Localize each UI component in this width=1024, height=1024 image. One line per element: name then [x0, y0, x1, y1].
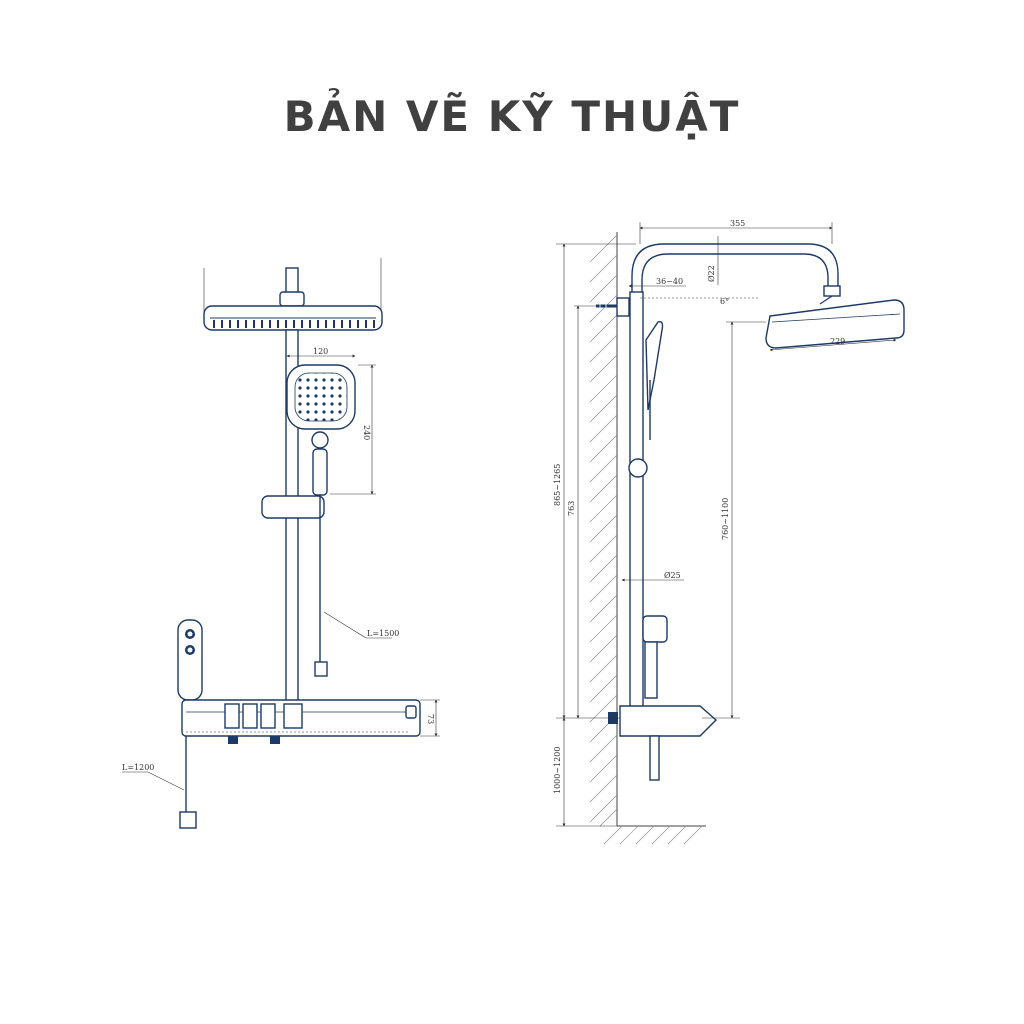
- dim-mixer-height: 73: [426, 714, 435, 724]
- hand-shower-side: [645, 320, 664, 411]
- hose-connector: [644, 641, 658, 699]
- dim-arm-diameter: Ø22: [707, 265, 716, 282]
- bottom-holder: [642, 615, 668, 643]
- mixer-spout: [649, 735, 660, 781]
- overhead-head-side: [765, 295, 905, 349]
- lower-hose-end: [179, 811, 197, 829]
- dim-hose-length: L=1500: [367, 629, 399, 638]
- dim-lower-hose-length: L=1200: [122, 763, 154, 772]
- dim-total-height: 865~1265: [553, 464, 562, 506]
- slide-knob: [628, 458, 648, 478]
- dim-handshower-width: 120: [313, 347, 328, 356]
- dim-bar-diameter: Ø25: [664, 571, 681, 580]
- overhead-shower-head: [203, 305, 383, 331]
- dim-angle: 6°: [720, 297, 729, 306]
- dim-bar-height: 763: [567, 501, 576, 516]
- dim-floor-height: 1000~1200: [553, 747, 562, 794]
- wall-bracket: [616, 297, 630, 317]
- hose-end: [314, 661, 328, 677]
- shower-arm-outer: [631, 243, 839, 292]
- dim-head-width: 229: [830, 337, 845, 346]
- wall: [589, 232, 706, 845]
- slide-holder: [261, 495, 325, 519]
- dim-handshower-height: 240: [362, 425, 371, 440]
- dim-head-height: 760~1100: [721, 498, 730, 540]
- dim-wall-offset: 36~40: [656, 277, 683, 286]
- side-shower-bar: [629, 291, 644, 711]
- thermostatic-mixer-shelf: [181, 699, 421, 744]
- dim-arm-length: 355: [730, 219, 745, 228]
- side-view: 355 Ø22 36~40 6° 229 865~1265 763 760~11…: [553, 219, 905, 845]
- arm-joint: [823, 285, 841, 297]
- shower-arm-inner: [641, 253, 829, 292]
- arm-connector: [279, 291, 305, 307]
- hand-shower: [286, 364, 356, 496]
- front-view: 120 240 L=1500: [122, 258, 440, 829]
- page-title: BẢN VẼ KỸ THUẬT: [283, 92, 741, 141]
- side-handheld: [177, 619, 203, 701]
- mixer-side: [619, 705, 718, 737]
